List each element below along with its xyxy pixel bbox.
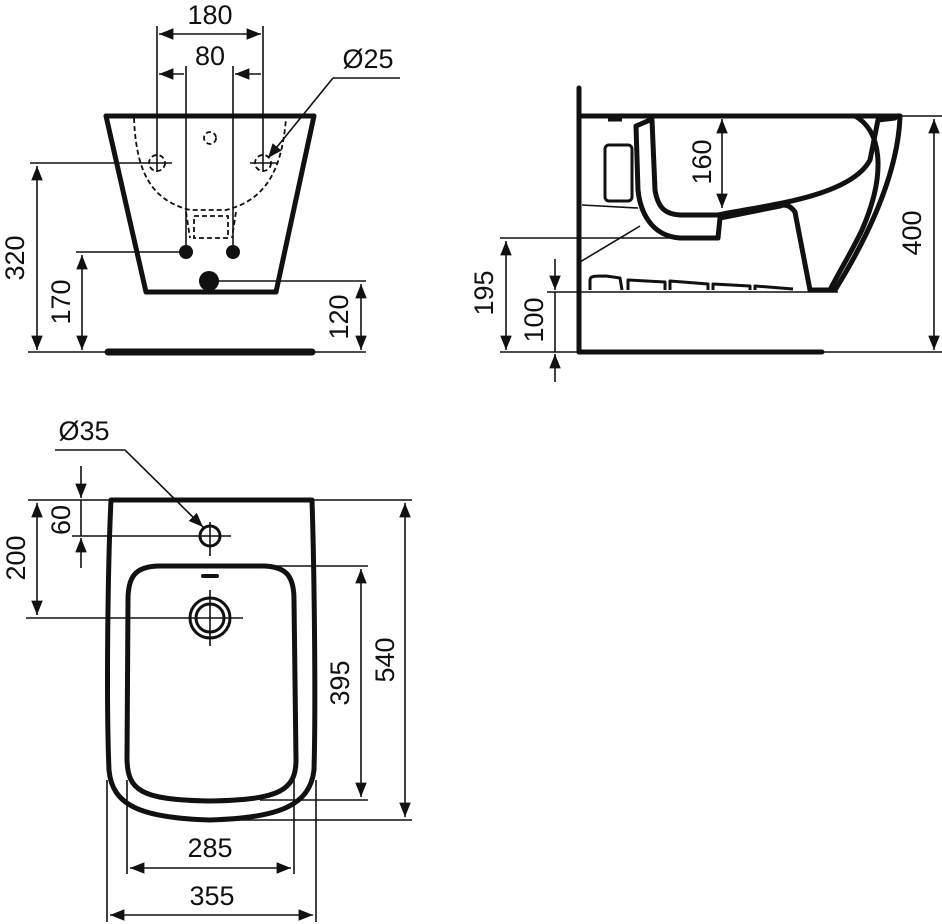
side-view: 160 400 195 100 — [469, 85, 942, 382]
dim-195: 195 — [469, 270, 499, 315]
supply-right-icon — [226, 245, 240, 259]
dim-320: 320 — [0, 235, 30, 280]
dim-355: 355 — [189, 881, 234, 911]
dim-d35: Ø35 — [58, 416, 109, 446]
dim-285: 285 — [187, 833, 232, 863]
dim-540: 540 — [370, 637, 400, 682]
front-bowl-hidden — [133, 117, 287, 211]
front-body-outline — [103, 113, 317, 295]
side-wall-floor — [576, 85, 825, 355]
dim-60: 60 — [46, 505, 76, 535]
dim-80: 80 — [195, 41, 225, 71]
top-view: Ø35 60 200 395 540 285 355 — [1, 416, 412, 922]
front-outlet-hidden — [193, 215, 229, 239]
dim-d25: Ø25 — [342, 44, 393, 74]
top-body-outline — [105, 497, 318, 823]
top-bowl-inner — [124, 563, 299, 804]
waste-icon — [199, 271, 219, 291]
front-view: 180 80 Ø25 320 170 120 — [0, 0, 400, 356]
dim-100: 100 — [519, 297, 549, 342]
side-body-outline — [633, 113, 903, 293]
dim-160: 160 — [687, 139, 717, 184]
dim-170: 170 — [46, 279, 76, 324]
supply-left-icon — [179, 245, 193, 259]
dim-395: 395 — [325, 660, 355, 705]
dim-200: 200 — [1, 535, 31, 580]
dim-120: 120 — [324, 294, 354, 339]
side-fixing-block — [603, 143, 634, 203]
dim-400: 400 — [897, 210, 927, 255]
front-overflow-hidden — [203, 131, 217, 145]
side-bowl-inner — [649, 115, 898, 218]
dim-180: 180 — [187, 0, 232, 30]
